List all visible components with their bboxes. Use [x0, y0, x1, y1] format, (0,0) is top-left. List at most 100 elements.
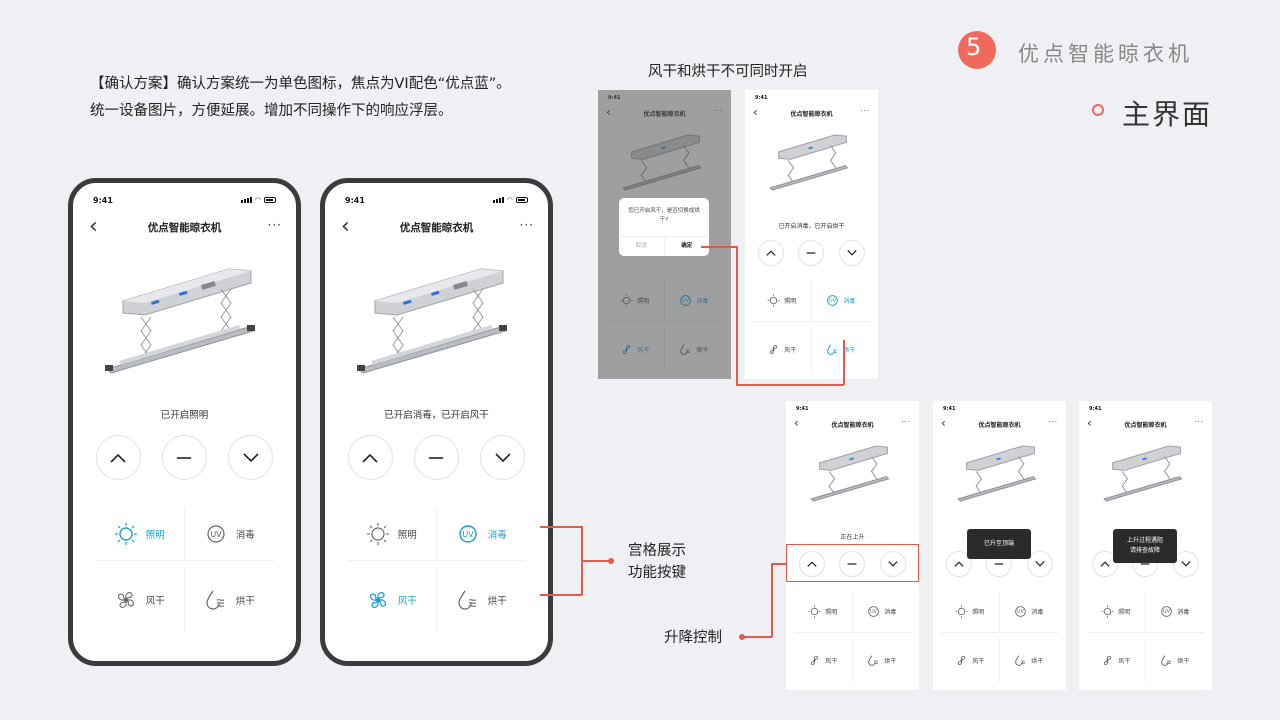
lower-button[interactable] — [838, 240, 865, 266]
function-air[interactable]: 风干 — [1087, 638, 1146, 682]
lower-button[interactable] — [480, 435, 526, 480]
stop-button[interactable] — [839, 551, 866, 577]
function-heat[interactable]: 烘干 — [1146, 638, 1205, 682]
raise-button[interactable] — [95, 435, 141, 480]
status-time: 9:41 — [796, 406, 809, 412]
stop-button[interactable] — [161, 435, 207, 480]
function-uv[interactable]: UV 消毒 — [436, 507, 526, 561]
function-uv[interactable]: UV 消毒 — [1145, 591, 1204, 633]
signal-icon — [240, 197, 252, 203]
function-light[interactable]: 照明 — [941, 591, 1000, 633]
uv-icon: UV — [459, 524, 477, 543]
heat-drop-icon — [458, 590, 476, 610]
lift-highlight-box — [786, 544, 919, 582]
stop-button[interactable] — [798, 240, 825, 266]
chevron-up-icon — [1100, 561, 1110, 567]
lift-controls — [325, 435, 548, 480]
function-light[interactable]: 照明 — [1087, 591, 1146, 633]
chevron-down-icon — [888, 561, 898, 567]
fan-icon — [117, 592, 134, 608]
drying-rack-image — [105, 268, 255, 374]
more-icon[interactable]: ··· — [1194, 418, 1204, 426]
more-icon[interactable]: ··· — [1048, 418, 1058, 426]
function-uv[interactable]: UV 消毒 — [184, 507, 274, 561]
uv-icon: UV — [207, 524, 225, 543]
lower-button[interactable] — [879, 551, 906, 577]
svg-text:UV: UV — [462, 530, 474, 539]
function-light[interactable]: 照明 — [794, 591, 853, 633]
more-icon[interactable]: ··· — [860, 107, 870, 115]
lower-button[interactable] — [1026, 551, 1053, 577]
function-heat[interactable]: 烘干 — [853, 638, 912, 682]
more-icon[interactable]: ··· — [519, 218, 534, 232]
raise-button[interactable] — [799, 551, 826, 577]
annotation-grid-line-2: 功能按键 — [628, 565, 686, 581]
function-heat[interactable]: 烘干 — [437, 568, 527, 632]
lower-button[interactable] — [228, 435, 274, 480]
connector-line — [843, 340, 845, 385]
back-icon[interactable]: ‹ — [753, 105, 758, 119]
mini-screen-top: 9:41 ‹ 优点智能晾衣机 ··· 已升至顶端 照明 UV 消毒 风干 烘干 — [933, 401, 1066, 690]
status-bar: 9:41 ◠ — [73, 183, 296, 205]
function-grid: 照明 UV 消毒 风干 烘干 — [933, 591, 1066, 687]
status-time: 9:41 — [93, 196, 113, 205]
header-title: 优点智能晾衣机 — [1018, 42, 1193, 66]
heat-drop-icon — [827, 343, 838, 355]
function-uv-label: 消毒 — [843, 298, 856, 305]
svg-text:UV: UV — [210, 530, 222, 539]
status-time: 9:41 — [345, 196, 365, 205]
function-light[interactable]: 照明 — [95, 507, 185, 561]
function-heat-label: 烘干 — [843, 346, 856, 354]
chevron-up-icon — [766, 250, 776, 256]
battery-icon — [516, 197, 528, 203]
function-air[interactable]: 风干 — [347, 568, 437, 632]
raise-button[interactable] — [347, 435, 393, 480]
function-light[interactable]: 照明 — [753, 280, 812, 322]
back-icon[interactable]: ‹ — [941, 416, 946, 430]
back-icon[interactable]: ‹ — [89, 214, 98, 239]
function-air-label: 风干 — [1118, 657, 1131, 665]
dialog-cancel-button[interactable]: 取消 — [619, 237, 665, 256]
back-icon[interactable]: ‹ — [341, 214, 350, 239]
function-uv[interactable]: UV 消毒 — [999, 591, 1058, 633]
stop-button[interactable] — [413, 435, 459, 480]
raise-button[interactable] — [1092, 551, 1119, 577]
function-air-label: 风干 — [145, 596, 165, 607]
function-heat[interactable]: 烘干 — [185, 568, 275, 632]
function-uv[interactable]: UV 消毒 — [852, 591, 911, 633]
nav-bar: ‹ 优点智能晾衣机 ··· — [786, 416, 919, 431]
uv-icon: UV — [827, 295, 839, 306]
function-air[interactable]: 风干 — [95, 568, 185, 632]
raise-button[interactable] — [758, 240, 785, 266]
chevron-up-icon — [110, 453, 126, 463]
function-light-label: 照明 — [145, 529, 165, 541]
more-icon[interactable]: ··· — [901, 418, 911, 426]
back-icon[interactable]: ‹ — [1087, 416, 1092, 430]
function-light[interactable]: 照明 — [347, 507, 437, 561]
connector-line — [701, 246, 737, 248]
more-icon[interactable]: ··· — [267, 218, 282, 232]
function-heat[interactable]: 烘干 — [1000, 638, 1059, 682]
phone-screen-2: 9:41 ◠ ‹ 优点智能晾衣机 ··· 已开启消毒，已开启风干 — [320, 178, 553, 666]
connector-line — [540, 594, 582, 596]
status-bar: 9:41 ◠ — [325, 183, 548, 205]
function-uv[interactable]: UV 消毒 — [811, 280, 870, 322]
function-heat-label: 烘干 — [235, 596, 255, 607]
dialog-confirm-button[interactable]: 确定 — [681, 243, 693, 249]
stop-icon — [1141, 563, 1150, 565]
light-bulb-icon — [366, 522, 389, 545]
function-heat-label: 烘干 — [1177, 657, 1190, 665]
chevron-up-icon — [807, 561, 817, 567]
function-heat-label: 烘干 — [884, 657, 897, 665]
function-air[interactable]: 风干 — [941, 638, 1000, 682]
function-grid: 照明 UV 消毒 风干 烘干 — [786, 591, 919, 687]
function-air[interactable]: 风干 — [794, 638, 853, 682]
function-air[interactable]: 风干 — [753, 327, 812, 371]
function-heat[interactable]: 烘干 — [812, 327, 871, 371]
toast-obstacle-line-2: 请排查故障 — [1129, 547, 1160, 554]
function-air-label: 风干 — [784, 346, 797, 354]
connector-line — [540, 526, 582, 528]
lower-button[interactable] — [1172, 551, 1199, 577]
back-icon[interactable]: ‹ — [794, 416, 799, 430]
nav-bar: ‹ 优点智能晾衣机 ··· — [745, 105, 878, 120]
